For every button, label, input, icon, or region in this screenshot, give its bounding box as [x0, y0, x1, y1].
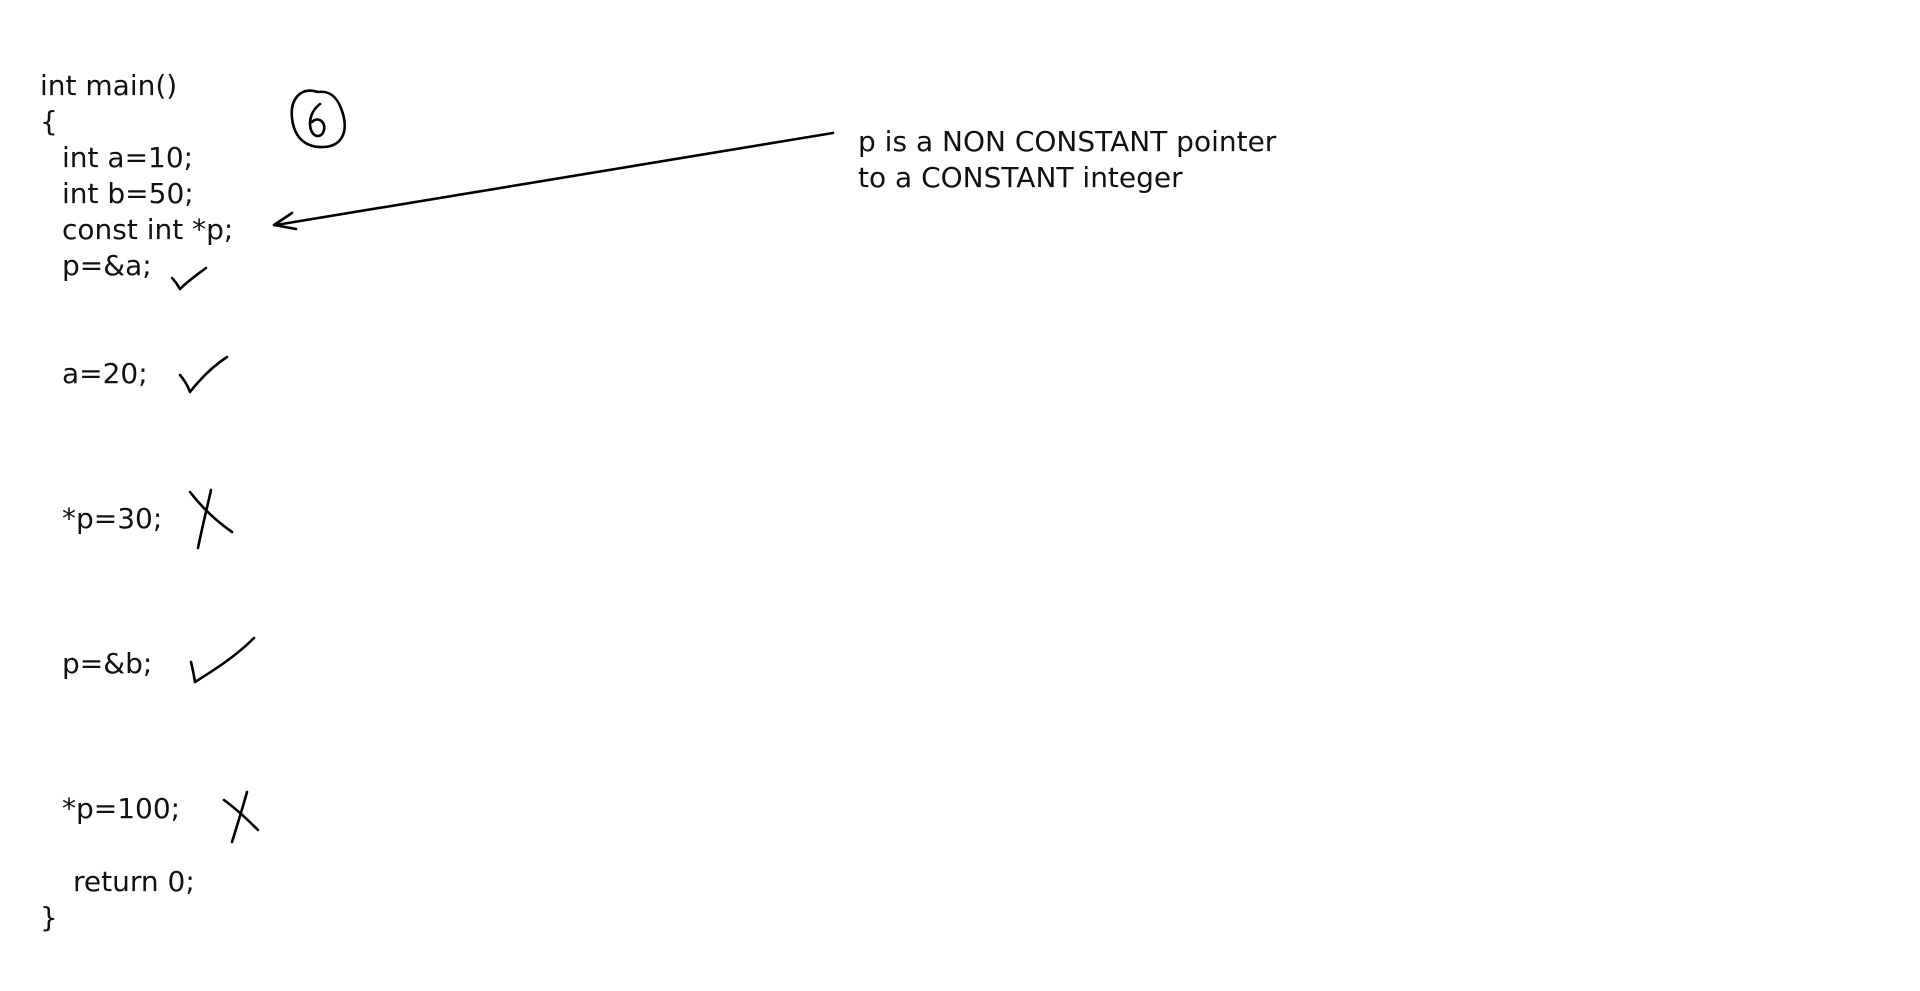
code-line-deref-p-100: *p=100; — [62, 792, 181, 825]
code-line-p-assign-b: p=&b; — [62, 647, 153, 680]
code-line-int-main: int main() — [40, 69, 178, 102]
annotation-line-1: p is a NON CONSTANT pointer — [858, 125, 1277, 158]
code-line-int-b: int b=50; — [62, 177, 194, 210]
check-icon-line-6 — [170, 266, 208, 291]
circled-number-icon — [290, 89, 346, 149]
annotation-line-2: to a CONSTANT integer — [858, 161, 1183, 194]
code-line-return: return 0; — [73, 865, 195, 898]
code-line-p-assign-a: p=&a; — [62, 249, 152, 282]
check-icon-line-9 — [189, 636, 256, 684]
pointer-arrow-icon — [272, 131, 835, 231]
code-line-open-brace: { — [40, 105, 58, 138]
code-line-int-a: int a=10; — [62, 141, 194, 174]
code-line-deref-p-30: *p=30; — [62, 502, 163, 535]
cross-icon-line-8 — [188, 488, 234, 550]
code-line-a-assign-20: a=20; — [62, 357, 148, 390]
cross-icon-line-10 — [222, 790, 260, 844]
code-line-close-brace: } — [40, 901, 58, 934]
check-icon-line-7 — [178, 355, 229, 394]
code-line-const-int-p: const int *p; — [62, 213, 234, 246]
